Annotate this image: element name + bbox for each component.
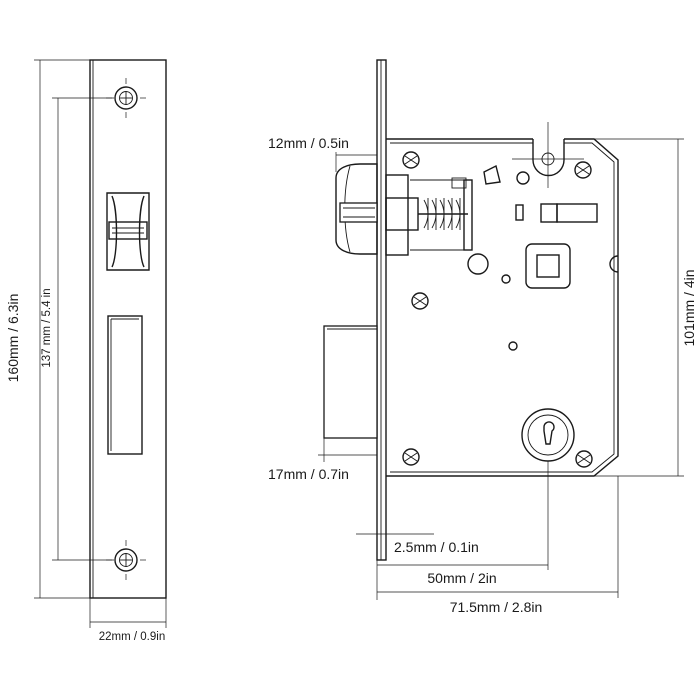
case-screw-bottom-left-icon — [402, 448, 420, 466]
case-screw-top-left-icon — [402, 151, 420, 169]
top-screw-icon — [106, 78, 146, 118]
rivet-icon — [516, 171, 530, 185]
slide-block-icon — [540, 203, 558, 223]
deadbolt-side-icon — [323, 325, 378, 439]
height-total-label: 160mm / 6.3in — [5, 294, 21, 383]
spindle-follower-icon — [525, 243, 571, 289]
case-height-dimension-line — [594, 138, 684, 477]
bottom-screw-icon — [106, 540, 146, 580]
key-cylinder-icon — [521, 408, 575, 462]
screw-spacing-label: 137 mm / 5.4 in — [41, 288, 53, 367]
faceplate-width-label: 22mm / 0.9in — [99, 631, 165, 643]
case-screw-top-right-icon — [574, 161, 592, 179]
faceplate-outline — [89, 59, 167, 599]
rivet-large-icon — [467, 253, 489, 275]
case-notch — [609, 255, 619, 273]
faceplate-thickness-label: 2.5mm / 0.1in — [394, 539, 479, 555]
small-slot-icon — [515, 204, 524, 221]
latch-protrusion-label: 17mm / 0.7in — [268, 466, 349, 482]
latch-bolt-front-icon — [106, 192, 150, 271]
case-screw-mid-left-icon — [411, 292, 429, 310]
faceplate-front-view: 160mm / 6.3in 137 mm / 5.4 in 22mm / 0.9… — [5, 59, 167, 643]
height-dimension-line — [34, 59, 90, 599]
screw-spacing-dimension-line — [52, 97, 114, 561]
slide-bar-icon — [556, 203, 598, 223]
latch-protrusion-dimension-line — [318, 438, 377, 462]
case-depth-dimension-line — [377, 476, 619, 598]
case-screw-bottom-right-icon — [575, 450, 593, 468]
faceplate-width-dimension-line — [89, 598, 167, 628]
faceplate-thickness-dimension-line — [356, 528, 434, 552]
bolt-protrusion-dimension-line — [335, 152, 377, 172]
latch-spring-icon — [385, 174, 473, 256]
backset-dimension-line — [376, 461, 549, 600]
top-slot-icon — [512, 122, 584, 188]
lever-tab-icon — [483, 164, 501, 185]
lock-body-side-view: 12mm / 0.5in 17mm / 0.7in 101mm / 4in 2.… — [268, 59, 697, 615]
faceplate-side — [376, 59, 387, 561]
deadbolt-slot-icon — [107, 315, 143, 455]
case-height-label: 101mm / 4in — [681, 269, 697, 346]
case-depth-label: 71.5mm / 2.8in — [450, 599, 543, 615]
latch-bolt-side-icon — [335, 163, 378, 255]
bolt-protrusion-label: 12mm / 0.5in — [268, 135, 349, 151]
lock-case-outline — [386, 138, 619, 477]
rivet-small-icon — [508, 341, 518, 351]
rivet-small-icon — [501, 274, 511, 284]
backset-label: 50mm / 2in — [427, 570, 496, 586]
